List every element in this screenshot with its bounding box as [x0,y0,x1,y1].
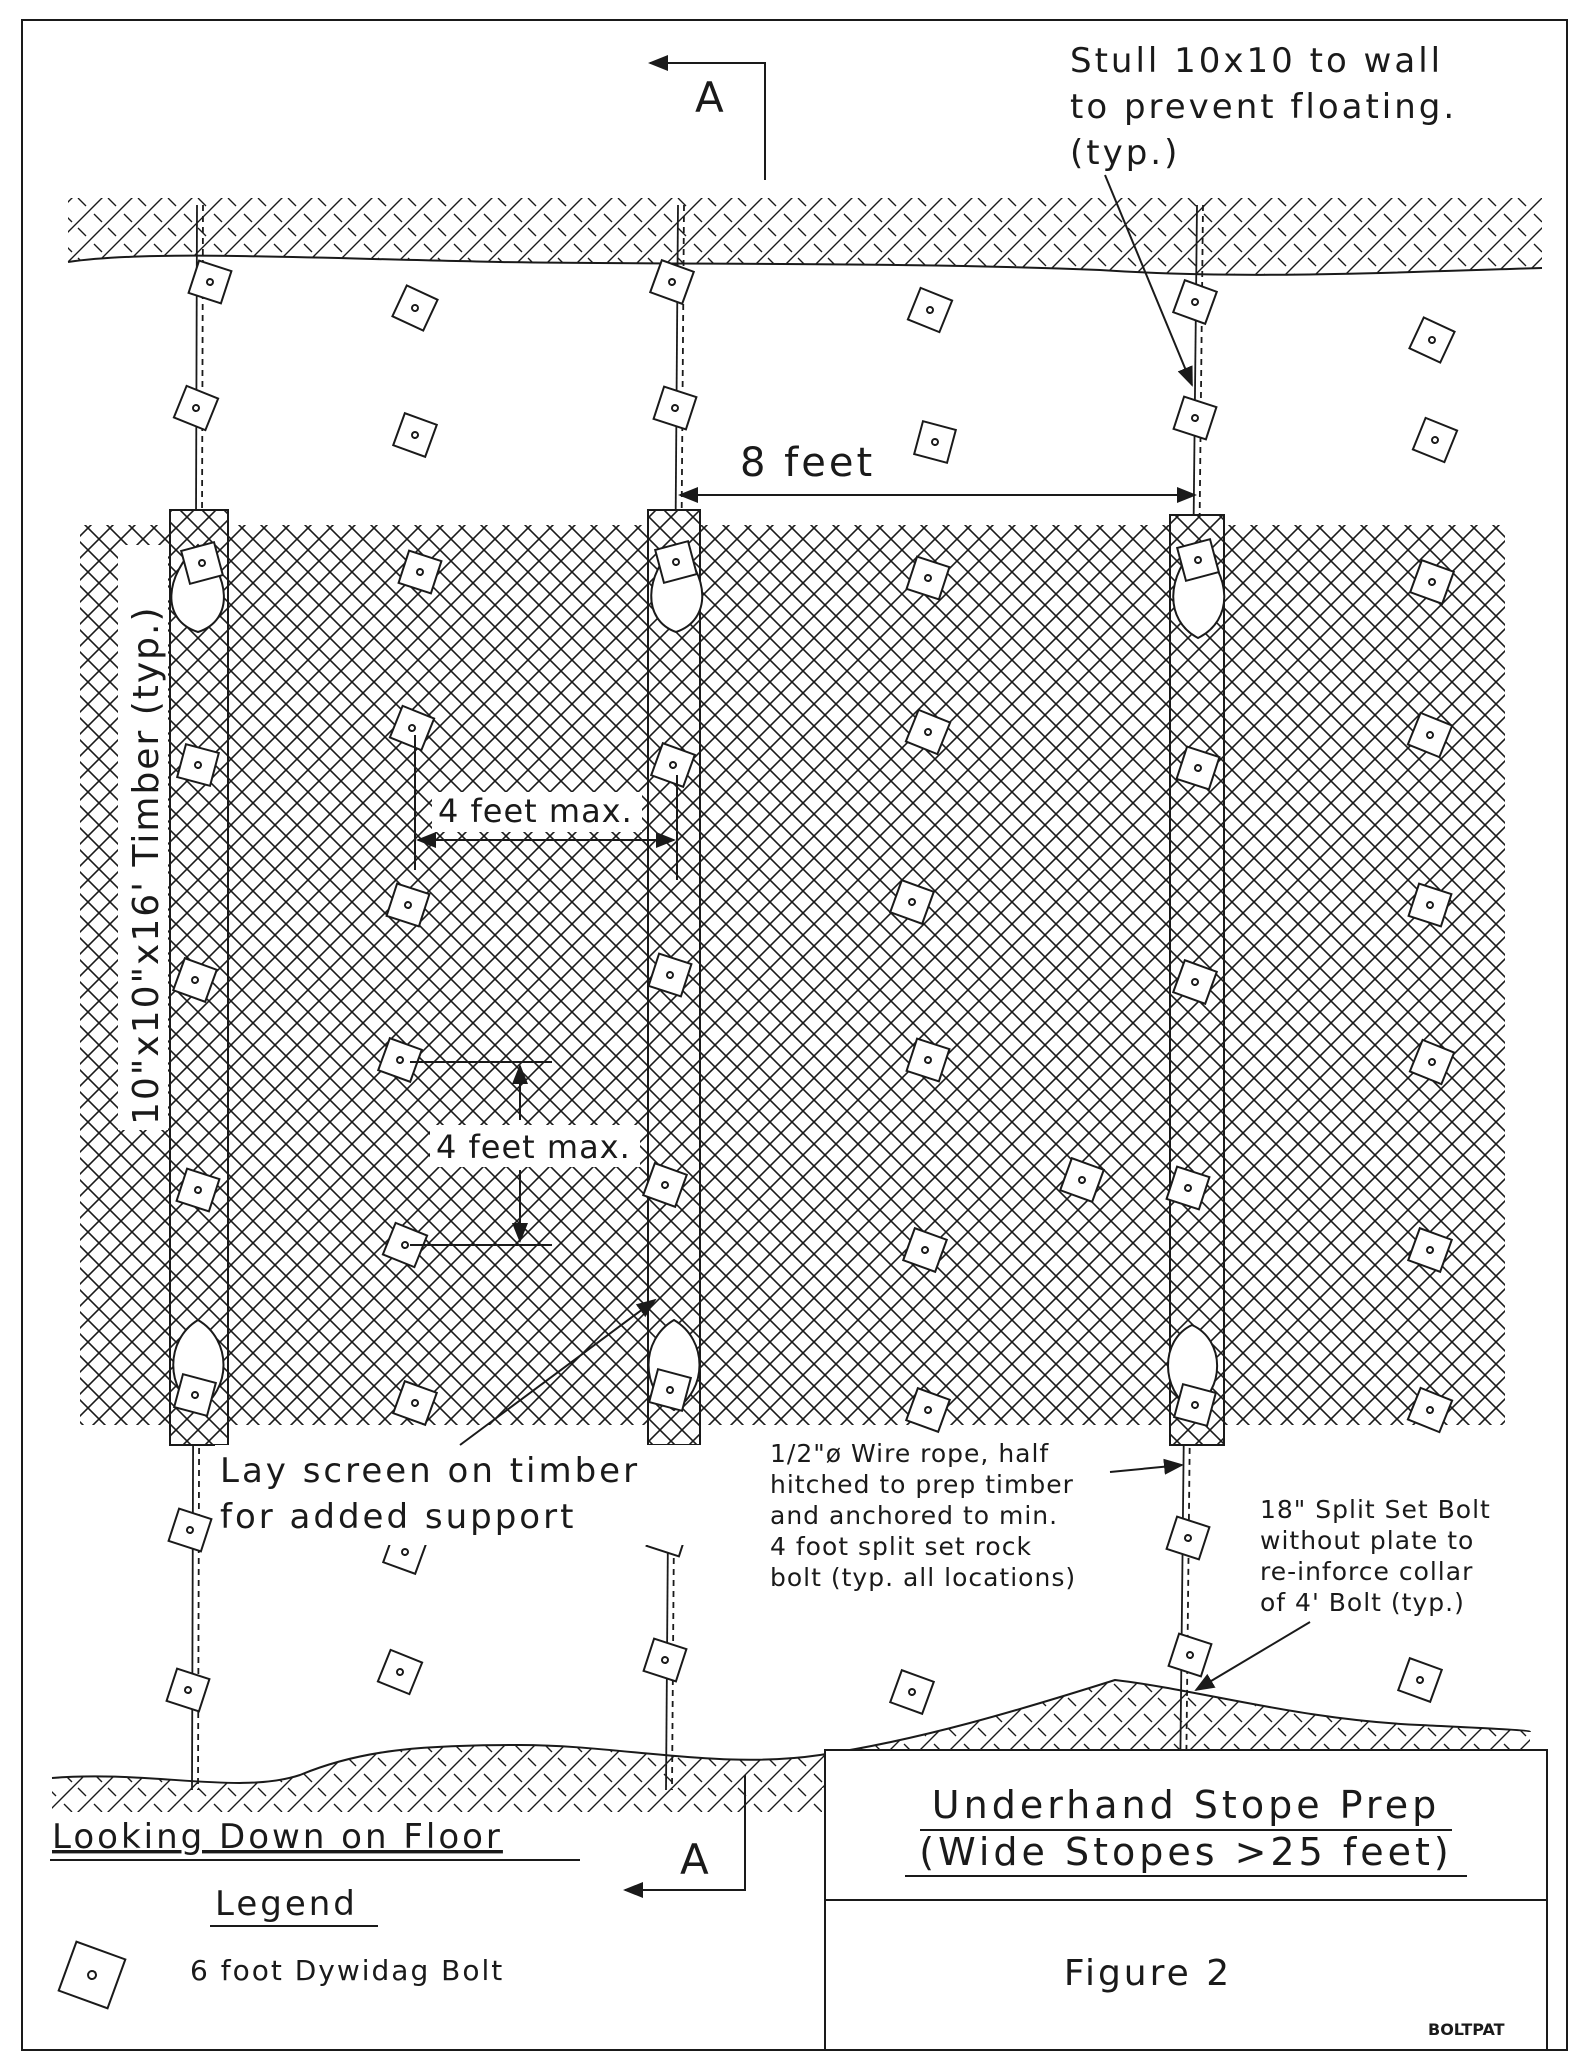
legend-bolt-icon [57,1940,127,2010]
top-wall-line [67,254,1543,276]
sheet-border [21,19,1568,2051]
dywidag-bolt [179,540,225,586]
title-line1: Underhand Stope Prep [932,1783,1440,1827]
section-marker-bottom: A [680,1835,712,1884]
dywidag-bolt [905,555,951,601]
dywidag-bolt [165,1667,211,1713]
dywidag-bolt [1396,1656,1444,1704]
dywidag-bolt [1058,1156,1106,1204]
dywidag-bolts [165,258,1459,1716]
wire-rope-line5: bolt (typ. all locations) [770,1563,1076,1592]
wire-rope-line3: and anchored to min. [770,1501,1058,1530]
split-set-line2: without plate to [1260,1526,1474,1555]
lay-screen-line1: Lay screen on timber [220,1451,640,1491]
dywidag-bolt [906,286,954,334]
timber-typ-label: 10"x10"x16' Timber (typ.) [126,606,167,1126]
dywidag-bolt [391,411,439,459]
legend-item-label: 6 foot Dywidag Bolt [190,1954,504,1987]
dywidag-bolt [1171,278,1219,326]
stull-note-line2: to prevent floating. [1070,87,1457,127]
dywidag-bolt [381,1221,429,1269]
wire-rope-line4: 4 foot split set rock [770,1532,1032,1561]
dywidag-bolt [1408,1038,1456,1086]
wire-rope-line2: hitched to prep timber [770,1470,1074,1499]
dywidag-bolt [888,878,936,926]
dywidag-bolt [1175,745,1221,791]
dywidag-bolt [175,742,221,788]
section-marker-top-line [648,55,766,180]
dywidag-bolt [1167,1632,1213,1678]
split-set-line1: 18" Split Set Bolt [1260,1495,1491,1524]
dywidag-bolt [172,384,220,432]
dywidag-bolt [648,258,696,306]
dywidag-bolt [652,385,698,431]
dywidag-bolt [904,708,952,756]
dywidag-bolt [167,1507,213,1553]
dywidag-bolt [1406,711,1454,759]
dywidag-bolt [647,1367,693,1413]
wire-rope-line1: 1/2"ø Wire rope, half [770,1439,1049,1468]
dywidag-bolt [647,952,693,998]
dim-4ft-v-label: 4 feet max. [436,1128,631,1166]
dywidag-bolt [391,1379,439,1427]
wire-rope-leader [1109,1458,1184,1475]
dywidag-bolt [175,1167,221,1213]
view-note: Looking Down on Floor [52,1817,503,1857]
dywidag-bolt [1406,1386,1454,1434]
dywidag-bolt [376,1036,424,1084]
bottom-wall-line [51,1678,1531,1784]
dywidag-bolt [376,1648,424,1696]
stull-note-line1: Stull 10x10 to wall [1070,41,1443,81]
stull-note-line3: (typ.) [1070,133,1180,173]
split-set-line3: re-inforce collar [1260,1557,1473,1586]
dywidag-bolt [388,704,436,752]
drawing-id: BOLTPAT [1428,2020,1505,2039]
stull-leader [1104,174,1193,387]
screen-mesh [80,525,1505,1425]
dim-4ft-h-label: 4 feet max. [438,792,633,830]
dim-8ft-label: 8 feet [740,440,875,486]
dywidag-bolt [385,882,431,928]
dywidag-bolt [171,956,219,1004]
dywidag-bolt [653,539,699,585]
dywidag-bolt [901,1226,949,1274]
legend-title: Legend [215,1884,358,1924]
title-block: Underhand Stope Prep (Wide Stopes >25 fe… [824,1749,1548,2051]
dywidag-bolt [912,419,958,465]
dywidag-bolt [1411,416,1459,464]
dywidag-bolt [888,1668,936,1716]
dywidag-bolt [905,1037,951,1083]
dywidag-bolt [1171,958,1219,1006]
dywidag-bolt [1165,1515,1211,1561]
dywidag-bolt [1408,558,1456,606]
dywidag-bolt [397,549,443,595]
title-line2: (Wide Stopes >25 feet) [919,1830,1452,1874]
dywidag-bolt [641,1161,689,1209]
dywidag-bolt [172,1372,218,1418]
dywidag-bolt [1165,1165,1211,1211]
dywidag-bolt [1407,882,1453,928]
section-marker-bottom-line [623,1775,746,1898]
section-marker-top: A [695,73,727,122]
dywidag-bolt [1172,1382,1218,1428]
dywidag-bolt [1175,537,1221,583]
split-set-line4: of 4' Bolt (typ.) [1260,1588,1465,1617]
figure-number: Figure 2 [1064,1953,1232,1994]
lay-screen-line2: for added support [220,1497,576,1537]
dywidag-bolt [1172,395,1218,441]
dywidag-bolt [187,259,233,305]
lay-screen-leader [459,1298,657,1446]
dywidag-bolt [649,741,697,789]
dywidag-bolt [642,1637,688,1683]
top-rock-wall [68,198,1542,275]
dywidag-bolt [1408,316,1456,364]
dywidag-bolt [391,284,439,332]
split-set-leader [1194,1621,1311,1692]
dywidag-bolt [904,1386,952,1434]
dywidag-bolt [1406,1226,1454,1274]
